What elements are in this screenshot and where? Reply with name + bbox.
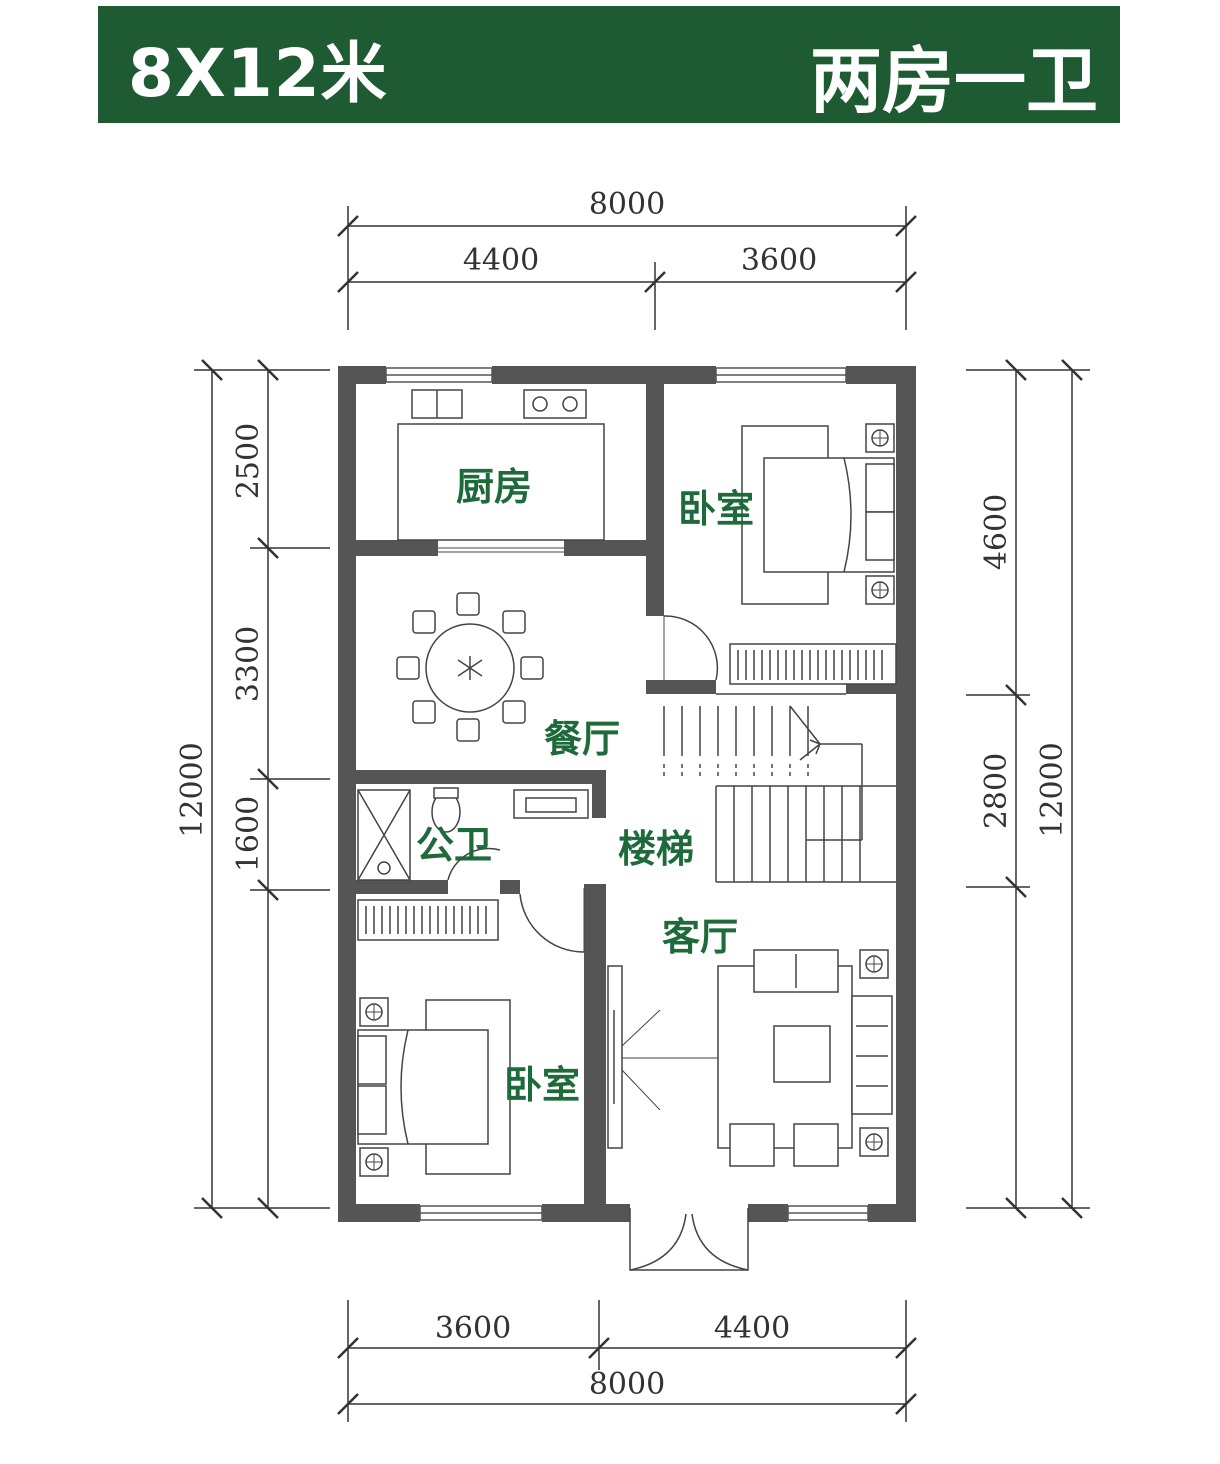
layout-title: 两房一卫	[809, 39, 1098, 123]
lower-bedroom-door	[519, 888, 585, 953]
entrance-door	[629, 1208, 749, 1271]
room-label-stairs: 楼梯	[618, 827, 694, 871]
dim-right-total: 12000	[1035, 742, 1070, 837]
plot-size-title: 8X12米	[128, 35, 388, 112]
room-label-living: 客厅	[662, 915, 738, 959]
dim-right-bedroom: 4600	[979, 494, 1014, 570]
bathroom-fixtures	[357, 787, 589, 881]
title-banner: 8X12米 两房一卫	[98, 6, 1120, 123]
dim-left-total: 12000	[175, 742, 210, 837]
upper-bedroom-furniture	[663, 423, 897, 685]
left-dimensions	[194, 359, 330, 1219]
staircase	[663, 693, 896, 883]
dim-top-right: 3600	[741, 243, 817, 278]
dim-right-stairs: 2800	[979, 753, 1014, 829]
dim-bottom-left: 3600	[435, 1311, 511, 1346]
living-furniture	[607, 949, 893, 1167]
right-dimensions	[966, 359, 1090, 1219]
dim-left-bath: 1600	[231, 796, 266, 872]
dim-left-kitchen: 2500	[231, 423, 266, 499]
top-dimensions	[337, 206, 917, 330]
dim-bottom-total: 8000	[589, 1367, 665, 1402]
dim-top-total: 8000	[589, 187, 665, 222]
walls	[338, 366, 916, 1222]
dining-table	[396, 592, 544, 742]
room-label-bedroom-lower: 卧室	[504, 1063, 580, 1107]
lower-bedroom-furniture	[357, 899, 511, 1177]
bottom-dimensions	[337, 1300, 917, 1422]
dim-top-left: 4400	[463, 243, 539, 278]
dim-bottom-right: 4400	[714, 1311, 790, 1346]
windows	[385, 367, 869, 1221]
room-label-bedroom-upper: 卧室	[678, 487, 754, 531]
room-label-kitchen: 厨房	[456, 465, 532, 509]
kitchen-fixtures	[397, 389, 605, 553]
room-label-bathroom: 公卫	[416, 823, 492, 867]
dim-left-dining: 3300	[231, 626, 266, 702]
room-label-dining: 餐厅	[544, 717, 620, 761]
